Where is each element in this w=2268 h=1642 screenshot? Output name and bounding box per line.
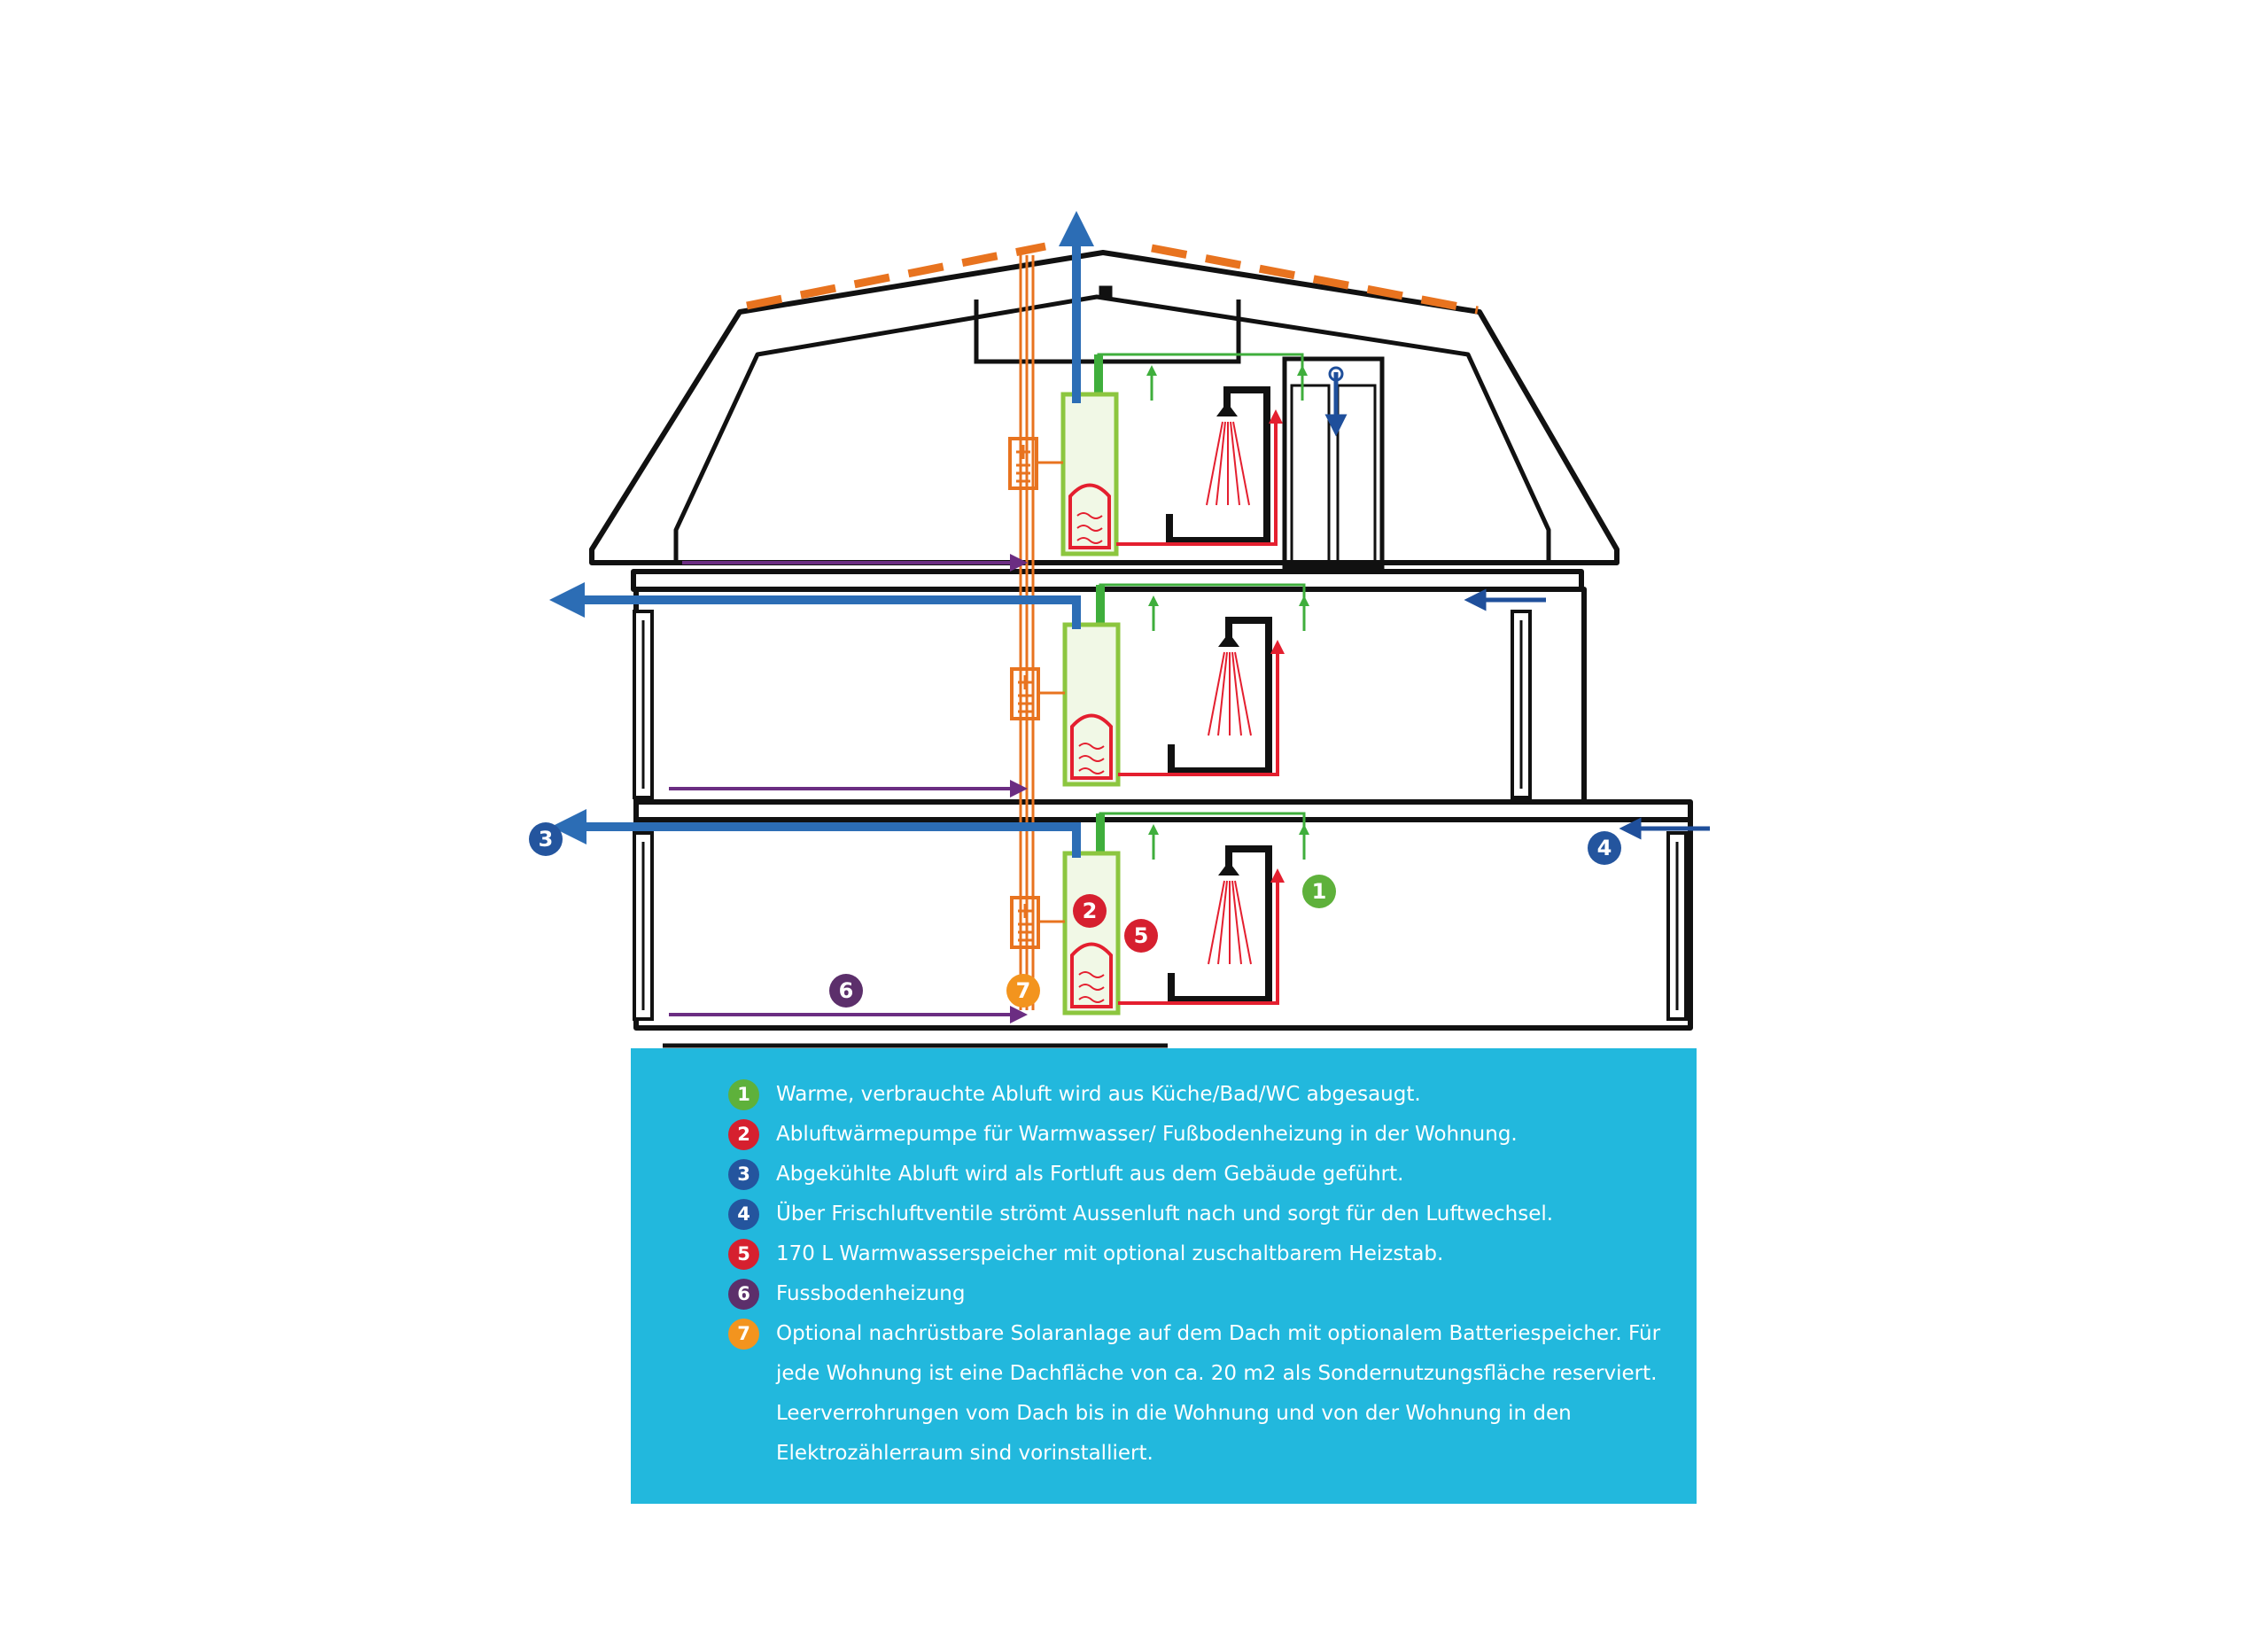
marker-6: 6 (829, 974, 863, 1008)
attic-details (974, 285, 1385, 570)
legend-text: Optional nachrüstbare Solaranlage auf de… (776, 1322, 1661, 1465)
legend-text: Fussbodenheizung (776, 1282, 966, 1305)
legend-item: 1 Warme, verbrauchte Abluft wird aus Küch… (728, 1075, 1667, 1115)
marker-circle (829, 974, 863, 1008)
marker-3: 3 (529, 822, 563, 856)
legend-panel: 1 Warme, verbrauchte Abluft wird aus Küch… (631, 1048, 1697, 1504)
marker-1: 1 (1302, 875, 1336, 908)
legend-number-badge: 1 (728, 1079, 759, 1110)
solar-conduit (1019, 255, 1035, 1010)
solar-panels (746, 242, 1479, 315)
marker-circle (1073, 894, 1107, 928)
legend-number-badge: 2 (728, 1119, 759, 1150)
legend-item: 4 Über Frischluftventile strömt Aussenluf… (728, 1195, 1667, 1234)
marker-circle (1302, 875, 1336, 908)
legend-item: 7 Optional nachrüstbare Solaranlage auf d… (728, 1314, 1667, 1474)
marker-5: 5 (1124, 919, 1158, 953)
legend-number-badge: 6 (728, 1279, 759, 1310)
marker-number: 4 (1597, 836, 1612, 860)
marker-circle (1124, 919, 1158, 953)
marker-number: 2 (1083, 899, 1098, 923)
legend-item: 2 Abluftwärmepumpe für Warmwasser/ Fußbod… (728, 1115, 1667, 1155)
marker-7: 7 (1006, 974, 1040, 1008)
legend-number-badge: 3 (728, 1159, 759, 1190)
marker-2: 2 (1073, 894, 1107, 928)
diagram-markers: 1 2 3 4 5 6 7 (529, 822, 1621, 1008)
marker-number: 5 (1134, 923, 1149, 948)
legend-text: Abluftwärmepumpe für Warmwasser/ Fußbode… (776, 1123, 1518, 1146)
exhaust-duct-middle (549, 582, 1081, 629)
legend-item: 5 170 L Warmwasserspeicher mit optional z… (728, 1234, 1667, 1274)
marker-circle (1588, 831, 1621, 865)
legend-item: 6 Fussbodenheizung (728, 1274, 1667, 1314)
legend-number-badge: 5 (728, 1239, 759, 1270)
exhaust-duct-ground (551, 809, 1081, 858)
fresh-air-valve-attic (1328, 366, 1344, 382)
legend-list: 1 Warme, verbrauchte Abluft wird aus Küch… (728, 1075, 1667, 1474)
marker-number: 1 (1312, 879, 1327, 904)
marker-circle (529, 822, 563, 856)
marker-number: 3 (539, 827, 554, 852)
legend-text: Abgekühlte Abluft wird als Fortluft aus … (776, 1163, 1404, 1186)
legend-number-badge: 7 (728, 1319, 759, 1350)
legend-number-badge: 4 (728, 1199, 759, 1230)
legend-item: 3 Abgekühlte Abluft wird als Fortluft aus… (728, 1155, 1667, 1195)
marker-number: 7 (1016, 978, 1031, 1003)
marker-number: 6 (839, 978, 854, 1003)
legend-text: Über Frischluftventile strömt Aussenluft… (776, 1202, 1554, 1226)
legend-text: Warme, verbrauchte Abluft wird aus Küche… (776, 1083, 1421, 1106)
legend-text: 170 L Warmwasserspeicher mit optional zu… (776, 1242, 1444, 1265)
marker-circle (1006, 974, 1040, 1008)
marker-4: 4 (1588, 831, 1621, 865)
